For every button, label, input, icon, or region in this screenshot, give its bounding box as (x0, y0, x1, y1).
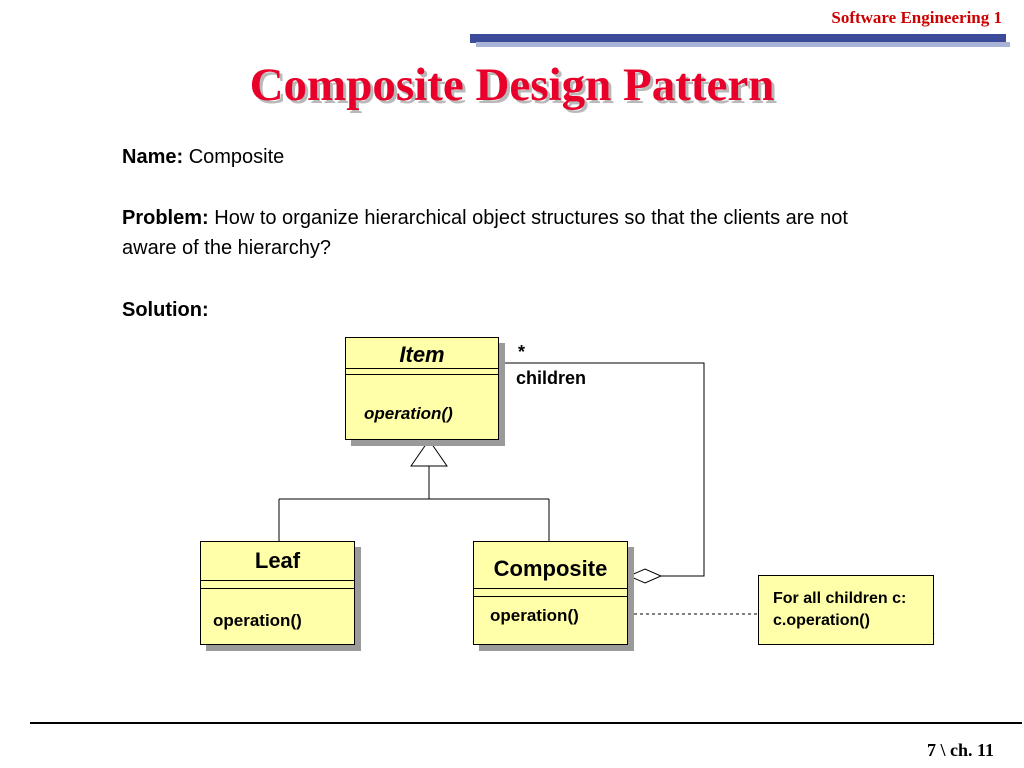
class-leaf: Leaf operation() (200, 541, 355, 645)
class-composite-operation: operation() (490, 606, 579, 625)
note-box: For all children c: c.operation() (758, 575, 934, 645)
multiplicity-label: * (518, 342, 526, 362)
name-value: Composite (188, 146, 285, 168)
class-composite-divider-2 (474, 596, 627, 597)
inheritance-triangle (410, 439, 448, 467)
name-label: Name: (122, 146, 184, 168)
problem-text: How to organize hierarchical object stru… (122, 207, 848, 259)
header-bar-shadow (476, 42, 1010, 47)
class-composite: Composite operation() (473, 541, 628, 645)
class-item: Item operation() (345, 337, 499, 440)
problem-paragraph: Problem: How to organize hierarchical ob… (122, 203, 862, 263)
problem-label: Problem: (122, 207, 209, 229)
header-bar (470, 34, 1006, 43)
class-leaf-divider-1 (201, 580, 354, 581)
class-leaf-operation: operation() (213, 611, 302, 630)
class-composite-divider-1 (474, 588, 627, 589)
page-number: 7 \ ch. 11 (926, 740, 994, 760)
class-leaf-name: Leaf (254, 548, 301, 573)
note-line-2: c.operation() (773, 612, 870, 629)
note-line-1: For all children c: (773, 590, 907, 607)
class-leaf-divider-2 (201, 588, 354, 589)
class-composite-name: Composite (493, 556, 608, 581)
course-label: Software Engineering 1 (831, 8, 1002, 27)
solution-label: Solution: (122, 299, 209, 321)
note-text: For all children c: c.operation() (773, 588, 906, 632)
solution-line: Solution: (122, 295, 882, 325)
children-association (498, 362, 705, 577)
role-label: children (516, 368, 587, 388)
name-line: Name: Composite (122, 142, 882, 172)
class-item-divider-2 (346, 374, 498, 375)
footer-rule (30, 722, 1022, 724)
class-item-operation: operation() (364, 404, 453, 423)
class-item-divider-1 (346, 368, 498, 369)
slide-title: Composite Design Pattern (249, 59, 775, 111)
aggregation-diamond (627, 568, 663, 584)
class-item-name: Item (399, 342, 445, 367)
